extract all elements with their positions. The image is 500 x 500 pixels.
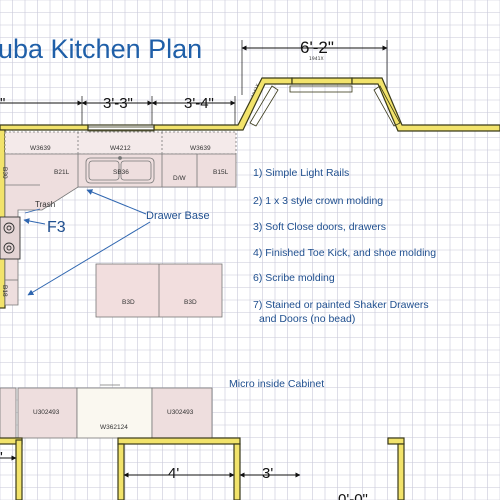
wall-cabinet-1: W3639 bbox=[30, 145, 51, 152]
island-cabinet-1: B3D bbox=[122, 299, 135, 306]
range bbox=[0, 216, 21, 260]
wall-cabinet-row: W3639 W4212 W3639 bbox=[4, 131, 237, 155]
note-1: 1) Simple Light Rails bbox=[253, 167, 349, 179]
note-7-cont: and Doors (no bead) bbox=[259, 313, 355, 325]
note-2: 2) 1 x 3 style crown molding bbox=[253, 195, 383, 207]
bottom-left-partial: ' bbox=[0, 449, 3, 466]
bay-width-label: 6'-2" bbox=[300, 38, 334, 57]
micro-label: Micro inside Cabinet bbox=[229, 378, 324, 390]
base-cabinet-left-top: B30 bbox=[1, 167, 8, 179]
base-cabinet-b15l: B15L bbox=[213, 169, 229, 176]
bottom-cabinet-2: W362124 bbox=[100, 424, 128, 431]
base-cabinet-b21l: B21L bbox=[54, 169, 70, 176]
bottom-dim-b: 3' bbox=[262, 465, 273, 482]
bottom-walls bbox=[0, 437, 405, 500]
bottom-cabinet-row bbox=[0, 384, 213, 439]
bottom-right-dim: 0'-0" bbox=[338, 491, 368, 500]
bay-dimension: 6'-2" 1941X 1941X 1941X bbox=[241, 38, 389, 100]
bottom-dim-a: 4' bbox=[168, 465, 179, 482]
note-6: 6) Scribe molding bbox=[253, 272, 335, 284]
base-cabinet-run bbox=[4, 153, 237, 306]
trash-label: Trash bbox=[35, 200, 55, 209]
drawer-base-label: Drawer Base bbox=[146, 210, 210, 222]
base-cabinet-dw: D/W bbox=[173, 175, 187, 182]
top-wall bbox=[0, 77, 500, 132]
bay-sub-label: 1941X bbox=[309, 56, 324, 62]
f3-label: F3 bbox=[47, 219, 66, 236]
base-cabinet-left-bottom: B18 bbox=[1, 285, 8, 297]
island-cabinet-2: B3D bbox=[184, 299, 197, 306]
seg-a-dim: 3'-3" bbox=[103, 95, 133, 112]
wall-dimensions: " 3'-3" 3'-4" bbox=[0, 95, 236, 128]
bottom-cabinet-1: U302493 bbox=[33, 409, 60, 416]
left-partial-dim: " bbox=[0, 95, 5, 112]
note-7: 7) Stained or painted Shaker Drawers bbox=[253, 299, 429, 311]
seg-b-dim: 3'-4" bbox=[184, 95, 214, 112]
sink bbox=[85, 156, 155, 184]
plan-title: uba Kitchen Plan bbox=[0, 34, 202, 64]
notes-list: 1) Simple Light Rails 2) 1 x 3 style cro… bbox=[253, 167, 436, 325]
note-4: 4) Finished Toe Kick, and shoe molding bbox=[253, 247, 436, 259]
note-3: 3) Soft Close doors, drawers bbox=[253, 221, 386, 233]
bay-window bbox=[87, 85, 401, 132]
wall-cabinet-2: W4212 bbox=[110, 145, 131, 152]
bottom-cabinet-3: U302493 bbox=[167, 409, 194, 416]
wall-cabinet-3: W3639 bbox=[190, 145, 211, 152]
sink-label: SB36 bbox=[113, 169, 129, 176]
island bbox=[95, 263, 223, 318]
